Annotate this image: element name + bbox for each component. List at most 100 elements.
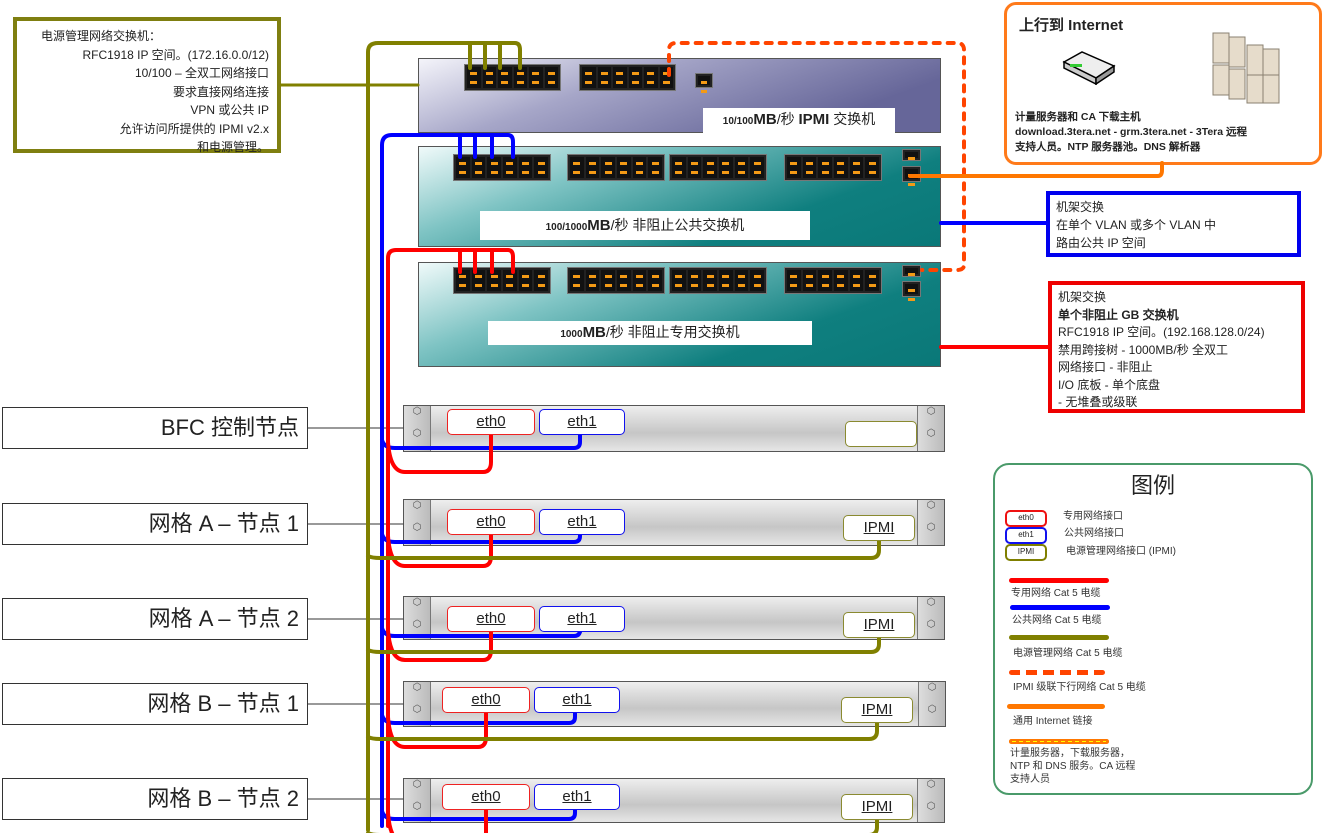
note-line: 机架交换	[1058, 290, 1107, 304]
note-line: 和电源管理。	[196, 140, 269, 154]
legend-services-cable	[1009, 739, 1109, 744]
legend-private-cable-label: 专用网络 Cat 5 电缆	[1011, 588, 1101, 599]
node-label: BFC 控制节点	[2, 407, 308, 449]
port-group	[579, 64, 676, 91]
node-label: 网格 B – 节点 1	[2, 683, 308, 725]
eth0-port[interactable]: eth0	[447, 606, 535, 632]
node-name: 网格 A – 节点 2	[148, 606, 299, 631]
node-name: 网格 A – 节点 1	[148, 511, 299, 536]
ipmi-word: IPMI	[798, 111, 830, 128]
port-group	[784, 267, 882, 294]
internet-title: 上行到 Internet	[1019, 17, 1124, 34]
ethernet-port	[570, 270, 584, 291]
node-label: 网格 B – 节点 2	[2, 778, 308, 820]
suffix: /秒	[610, 217, 633, 233]
rack-ear-right: ⬡⬡	[917, 779, 944, 822]
ethernet-port	[849, 157, 864, 178]
ipmi-port[interactable]: IPMI	[841, 794, 913, 820]
suffix: /秒	[605, 324, 628, 340]
speed: 100/1000	[545, 222, 588, 233]
speed: 1000	[560, 329, 583, 340]
eth1-port[interactable]: eth1	[534, 784, 620, 810]
public-switch: 100/1000MB/秒 非阻止公共交换机	[418, 146, 941, 247]
ipmi-port[interactable]: IPMI	[841, 697, 913, 723]
legend-private-cable	[1009, 578, 1109, 583]
ethernet-port	[585, 270, 600, 291]
rack-ear-left: ⬡⬡	[404, 779, 431, 822]
ethernet-port	[818, 270, 833, 291]
legend-cascade-cable	[1009, 670, 1105, 675]
legend-eth1-icon: eth1	[1005, 527, 1047, 544]
ethernet-port	[787, 270, 801, 291]
node-name: 网格 B – 节点 2	[147, 786, 299, 811]
ethernet-port	[601, 270, 616, 291]
ethernet-port	[719, 270, 733, 291]
legend-eth1-label: 公共网络接口	[1064, 528, 1124, 539]
note-line: 单个非阻止 GB 交换机	[1058, 307, 1179, 322]
port-group	[902, 265, 921, 285]
ethernet-port	[471, 157, 486, 178]
ethernet-port	[529, 67, 543, 88]
rack-ear-right: ⬡⬡	[918, 682, 945, 726]
ethernet-port	[905, 268, 918, 285]
rack-ear-left: ⬡⬡	[404, 406, 431, 451]
rack-ear-right: ⬡⬡	[917, 597, 944, 639]
note-line: 允许访问所提供的 IPMI v2.x	[119, 121, 269, 136]
rack-ear-left: ⬡⬡	[404, 597, 431, 639]
eth1-port[interactable]: eth1	[539, 509, 625, 535]
ethernet-port	[471, 270, 486, 291]
note-line: VPN 或公共 IP	[190, 103, 269, 117]
port-group	[695, 73, 713, 93]
eth0-port[interactable]: eth0	[442, 784, 530, 810]
legend-title: 图例	[1130, 473, 1175, 498]
eth0-port[interactable]: eth0	[447, 509, 535, 535]
eth0-port[interactable]: eth0	[442, 687, 530, 713]
internet-line: download.3tera.net - grm.3tera.net - 3Te…	[1015, 126, 1248, 138]
internet-line: 支持人员。NTP 服务器池。DNS 解析器	[1015, 141, 1201, 153]
eth1-port[interactable]: eth1	[539, 606, 625, 632]
ethernet-port	[544, 67, 558, 88]
public-switch-note: 机架交换 在单个 VLAN 或多个 VLAN 中 路由公共 IP 空间	[1046, 191, 1301, 257]
legend-ipmi-cable	[1009, 635, 1109, 640]
ethernet-port	[456, 270, 470, 291]
port-group	[669, 154, 767, 181]
ethernet-port	[865, 157, 880, 178]
ethernet-port	[834, 270, 848, 291]
ethernet-port	[534, 157, 549, 178]
services-line: 计量服务器，下载服务器，	[1010, 748, 1130, 759]
note-line: RFC1918 IP 空间。(192.168.128.0/24)	[1058, 325, 1265, 339]
switch-name: 非阻止公共交换机	[632, 217, 745, 233]
ethernet-port	[659, 67, 673, 88]
legend-cascade-cable-label: IPMI 级联下行网络 Cat 5 电缆	[1013, 682, 1146, 693]
legend-eth0-label: 专用网络接口	[1063, 511, 1123, 522]
port-group	[784, 154, 882, 181]
ipmi-switch: 10/100MB/秒 IPMI 交换机	[418, 58, 941, 133]
ethernet-port	[518, 157, 533, 178]
ipmi-port[interactable]: IPMI	[843, 612, 915, 638]
eth1-port[interactable]: eth1	[539, 409, 625, 435]
ethernet-port	[467, 67, 481, 88]
note-line: RFC1918 IP 空间。(172.16.0.0/12)	[82, 47, 269, 62]
ethernet-port	[613, 67, 627, 88]
note-line: 路由公共 IP 空间	[1056, 236, 1146, 250]
router-icon	[1062, 51, 1116, 85]
ipmi-switch-note: 电源管理网络交换机： RFC1918 IP 空间。(172.16.0.0/12)…	[13, 17, 281, 154]
ipmi-port[interactable]: IPMI	[843, 515, 915, 541]
eth1-port[interactable]: eth1	[534, 687, 620, 713]
suffix: /秒	[776, 111, 799, 127]
ipmi-port[interactable]	[845, 421, 917, 447]
ethernet-port	[787, 157, 801, 178]
node-label: 网格 A – 节点 1	[2, 503, 308, 545]
ethernet-port	[703, 157, 718, 178]
port-group	[669, 267, 767, 294]
eth0-port[interactable]: eth0	[447, 409, 535, 435]
legend-services-label: 计量服务器，下载服务器， NTP 和 DNS 服务。CA 远程 支持人员	[1010, 747, 1135, 786]
legend-public-cable-label: 公共网络 Cat 5 电缆	[1012, 615, 1102, 626]
switch-name: 非阻止专用交换机	[627, 324, 740, 340]
internet-uplink-box: 上行到 Internet 计量服务器和 CA 下载主机 download.3te…	[1004, 2, 1322, 165]
ethernet-port	[644, 67, 658, 88]
legend-eth0-icon: eth0	[1005, 510, 1047, 527]
ethernet-port	[687, 157, 702, 178]
ethernet-port	[487, 157, 502, 178]
ethernet-port	[818, 157, 833, 178]
